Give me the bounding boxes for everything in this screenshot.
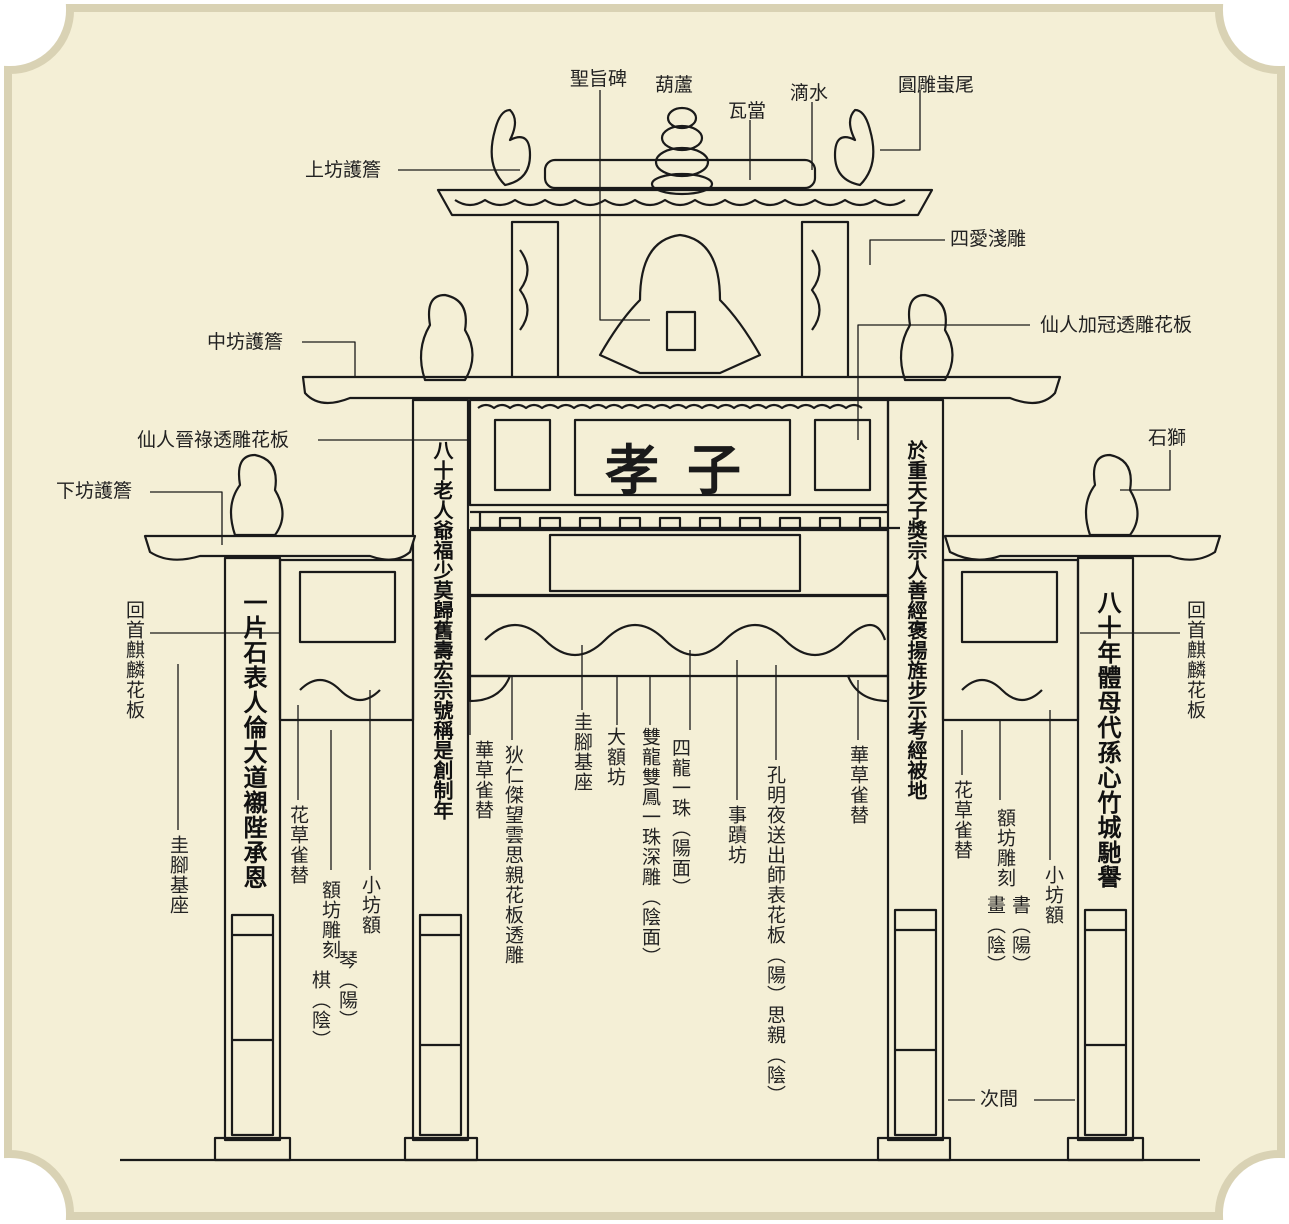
left-side-beam — [278, 558, 415, 722]
label-huacao-queti-inner-left: 華草雀替 — [472, 740, 494, 820]
label-qin-yang: 琴（陽） — [336, 950, 358, 1030]
label-guijiao-jizuo-left: 圭腳基座 — [167, 835, 189, 915]
central-plaque-frame — [573, 418, 792, 497]
inner-right-bracket — [846, 674, 890, 703]
label-huacao-queti-left: 花草雀替 — [287, 805, 309, 885]
label-efang-diaoke-left: 額坊雕刻 — [319, 880, 341, 960]
left-inner-pillar-inscription: 八十老人爺福少莫歸舊壽宏宗號稱是創制年 — [430, 440, 454, 820]
right-mid-lion — [899, 293, 954, 382]
label-silong: 四龍一珠（陽面） — [669, 738, 691, 898]
label-hulu: 葫蘆 — [655, 74, 694, 96]
label-zhongfang-huyan: 中坊護簷 — [207, 331, 284, 353]
label-huishou-qilin-right: 回首麒麟花板 — [1184, 600, 1206, 720]
imperial-edict-stele — [598, 233, 762, 375]
left-outer-pillar — [223, 556, 282, 1142]
label-da-efang: 大額坊 — [604, 727, 626, 787]
right-outer-pillar — [1076, 556, 1135, 1142]
right-outer-lion — [1084, 453, 1139, 537]
left-lower-eave — [143, 534, 417, 561]
label-shu-yang: 書（陽） — [1009, 895, 1031, 975]
label-dishui: 滴水 — [790, 82, 829, 104]
right-outer-pillar-inscription: 八十年體母代孫心竹城馳譽 — [1093, 590, 1122, 890]
label-qi-yin: 棋（陰） — [309, 970, 331, 1050]
right-side-beam — [941, 558, 1080, 722]
label-efang-diaoke-right: 額坊雕刻 — [994, 808, 1016, 888]
label-wadang: 瓦當 — [728, 100, 767, 122]
label-xiafang-huyan: 下坊護簷 — [56, 480, 133, 502]
left-inner-pillar — [411, 398, 470, 1142]
label-siai-qiandiao: 四愛淺雕 — [950, 228, 1027, 250]
central-beam — [468, 398, 890, 507]
label-shishi: 石獅 — [1148, 427, 1187, 449]
label-huishou-qilin-left: 回首麒麟花板 — [123, 600, 145, 720]
label-shuanglong: 雙龍雙鳳一珠深雕（陰面） — [639, 727, 661, 967]
left-outer-pillar-inscription: 一片石表人倫大道襯陛承恩 — [239, 590, 268, 890]
label-cijian: 次間 — [980, 1088, 1019, 1110]
right-chiwei — [833, 108, 875, 187]
upper-eave — [436, 188, 934, 217]
label-huacao-queti-right: 花草雀替 — [951, 780, 973, 860]
label-kongming: 孔明夜送出師表花板（陽）思親（陰） — [764, 765, 786, 1105]
label-shiji-fang: 事蹟坊 — [725, 805, 747, 865]
label-xianren-jinlu: 仙人晉祿透雕花板 — [137, 429, 290, 451]
great-beam — [468, 594, 890, 678]
label-xianren-jiaguan: 仙人加冠透雕花板 — [1040, 314, 1193, 336]
frame-background — [4, 4, 1285, 1220]
left-outer-lion — [229, 453, 284, 537]
gourd-finial — [650, 106, 714, 196]
central-plaque-text: 孝子 — [605, 438, 769, 502]
right-lower-eave — [943, 534, 1222, 561]
label-shengzhi-bei: 聖旨碑 — [570, 68, 628, 90]
left-mid-lion — [419, 293, 474, 382]
label-direnjie: 狄仁傑望雲思親花板透雕 — [502, 745, 524, 965]
label-xiaofang-e-right: 小坊額 — [1042, 865, 1064, 925]
right-inner-pillar — [886, 398, 945, 1142]
label-huacao-queti-inner-right: 華草雀替 — [847, 745, 869, 825]
middle-eave — [301, 375, 1062, 405]
left-chiwei — [490, 108, 532, 187]
label-guijiao-jizuo-center: 圭腳基座 — [571, 712, 593, 792]
right-inner-pillar-inscription: 於重天子獎宗人善經褒揚旌步示考經被地 — [904, 440, 928, 800]
label-shangfang-huyan: 上坊護簷 — [305, 159, 382, 181]
label-yuandiao-chiwei: 圓雕蚩尾 — [898, 74, 975, 96]
label-hua-yin: 畫（陰） — [984, 895, 1006, 975]
label-xiaofang-e-left: 小坊額 — [359, 875, 381, 935]
roof-ridge — [543, 158, 817, 190]
